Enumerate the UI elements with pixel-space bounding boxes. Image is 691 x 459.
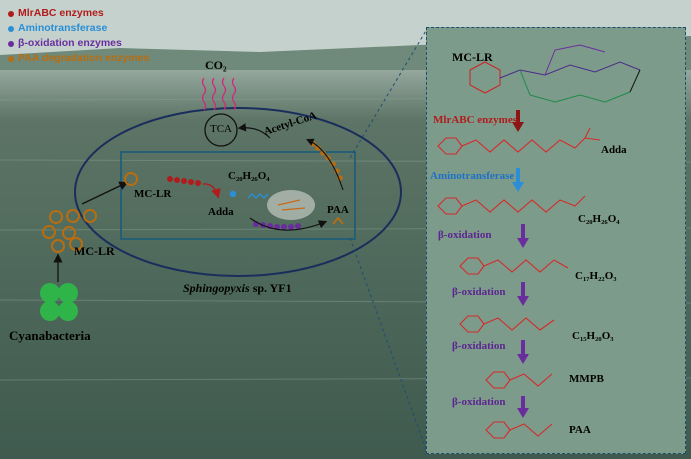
enzyme-label-4: β-oxidation: [452, 286, 506, 298]
legend-label-aminotransferase: Aminotransferase: [18, 22, 108, 34]
legend-label-beta-oxidation: β-oxidation enzymes: [18, 37, 122, 49]
inner-paa-label: PAA: [327, 204, 349, 216]
adda-structure: [437, 127, 601, 155]
paa-molecule: [332, 216, 344, 225]
cell-membrane: [74, 107, 402, 277]
adda-label: Adda: [208, 206, 234, 218]
enzyme-legend: MlrABC enzymes Aminotransferase β-oxidat…: [8, 6, 149, 66]
pathway-start-label: MC-LR: [452, 50, 493, 64]
co2-label: CO₂: [205, 58, 227, 72]
legend-dot-aminotransferase: [8, 25, 14, 32]
mlrabc-enzyme-dots: [167, 176, 201, 186]
zoom-line-bottom: [349, 237, 428, 453]
legend-item-paa-degradation: PAA degradation enzymes: [8, 51, 149, 66]
c20-structure: [437, 195, 586, 215]
c17-structure: [459, 257, 569, 275]
product-label-5: MMPB: [569, 373, 604, 385]
pathway-arrows: [512, 110, 529, 418]
c15-structure: [459, 315, 555, 333]
legend-item-aminotransferase: Aminotransferase: [8, 21, 149, 36]
step-arrow-3: [517, 224, 529, 248]
cyanobacteria-label: Cyanabacteria: [9, 328, 91, 343]
step-arrow-2: [512, 168, 524, 192]
enzyme-complex: [267, 190, 315, 220]
enzyme-label-6: β-oxidation: [452, 396, 506, 408]
step-arrow-1: [512, 110, 524, 132]
zoom-line-top: [349, 28, 428, 159]
intermediate-molecule: [247, 193, 269, 199]
legend-item-mlrabc: MlrABC enzymes: [8, 6, 149, 21]
organism-label: Sphingopyxis sp. YF1: [183, 281, 292, 296]
legend-dot-paa-degradation: [8, 55, 14, 62]
legend-label-mlrabc: MlrABC enzymes: [18, 7, 104, 19]
organism-genus: Sphingopyxis: [183, 281, 250, 295]
enzyme-label-2: Aminotransferase: [430, 170, 515, 182]
inner-reaction-box: [120, 151, 356, 240]
step-arrow-5: [517, 340, 529, 364]
step-arrow-4: [517, 282, 529, 306]
co2-release-arrows: [201, 77, 237, 111]
inner-mc-lr-molecule: [124, 172, 138, 186]
inner-mc-lr-label: MC-LR: [134, 188, 172, 200]
beta-oxidation-arrow: [249, 217, 328, 231]
paa-to-acetyl-arrow: [305, 138, 344, 191]
tca-label: TCA: [210, 123, 232, 135]
enzyme-label-1: MlrABC enzymes: [433, 114, 518, 126]
legend-dot-beta-oxidation: [8, 40, 14, 47]
enzyme-label-3: β-oxidation: [438, 229, 492, 241]
product-label-6: PAA: [569, 424, 591, 436]
product-label-4: C₁₅H₂₀O₃: [572, 330, 614, 342]
tca-circle: [204, 113, 238, 147]
pathway-panel: [426, 27, 686, 454]
mmpb-structure: [485, 371, 553, 389]
product-label-1: Adda: [601, 144, 627, 156]
mc-lr-to-adda-arrow: [202, 183, 221, 199]
product-label-2: C₂₀H₂₆O₄: [578, 213, 620, 225]
enzyme-complex-strands: [277, 199, 306, 211]
product-label-3: C₁₇H₂₂O₃: [575, 270, 617, 282]
mc-lr-structure: [469, 44, 641, 103]
enzyme-label-5: β-oxidation: [452, 340, 506, 352]
step-arrow-6: [517, 396, 529, 418]
legend-dot-mlrabc: [8, 10, 14, 17]
aminotransferase-dot: [229, 190, 237, 198]
organism-strain: sp. YF1: [249, 281, 292, 295]
outside-mc-lr-molecules: [42, 209, 97, 253]
uptake-arrow: [81, 181, 129, 205]
paa-structure: [485, 421, 553, 439]
acetyl-to-tca-arrow: [237, 123, 271, 139]
cyanobacteria-cells: [40, 283, 78, 321]
legend-label-paa-degradation: PAA degradation enzymes: [18, 52, 150, 64]
legend-item-beta-oxidation: β-oxidation enzymes: [8, 36, 149, 51]
c20-label: C₂₀H₂₆O₄: [228, 170, 270, 182]
outside-mc-lr-label: MC-LR: [74, 244, 115, 258]
